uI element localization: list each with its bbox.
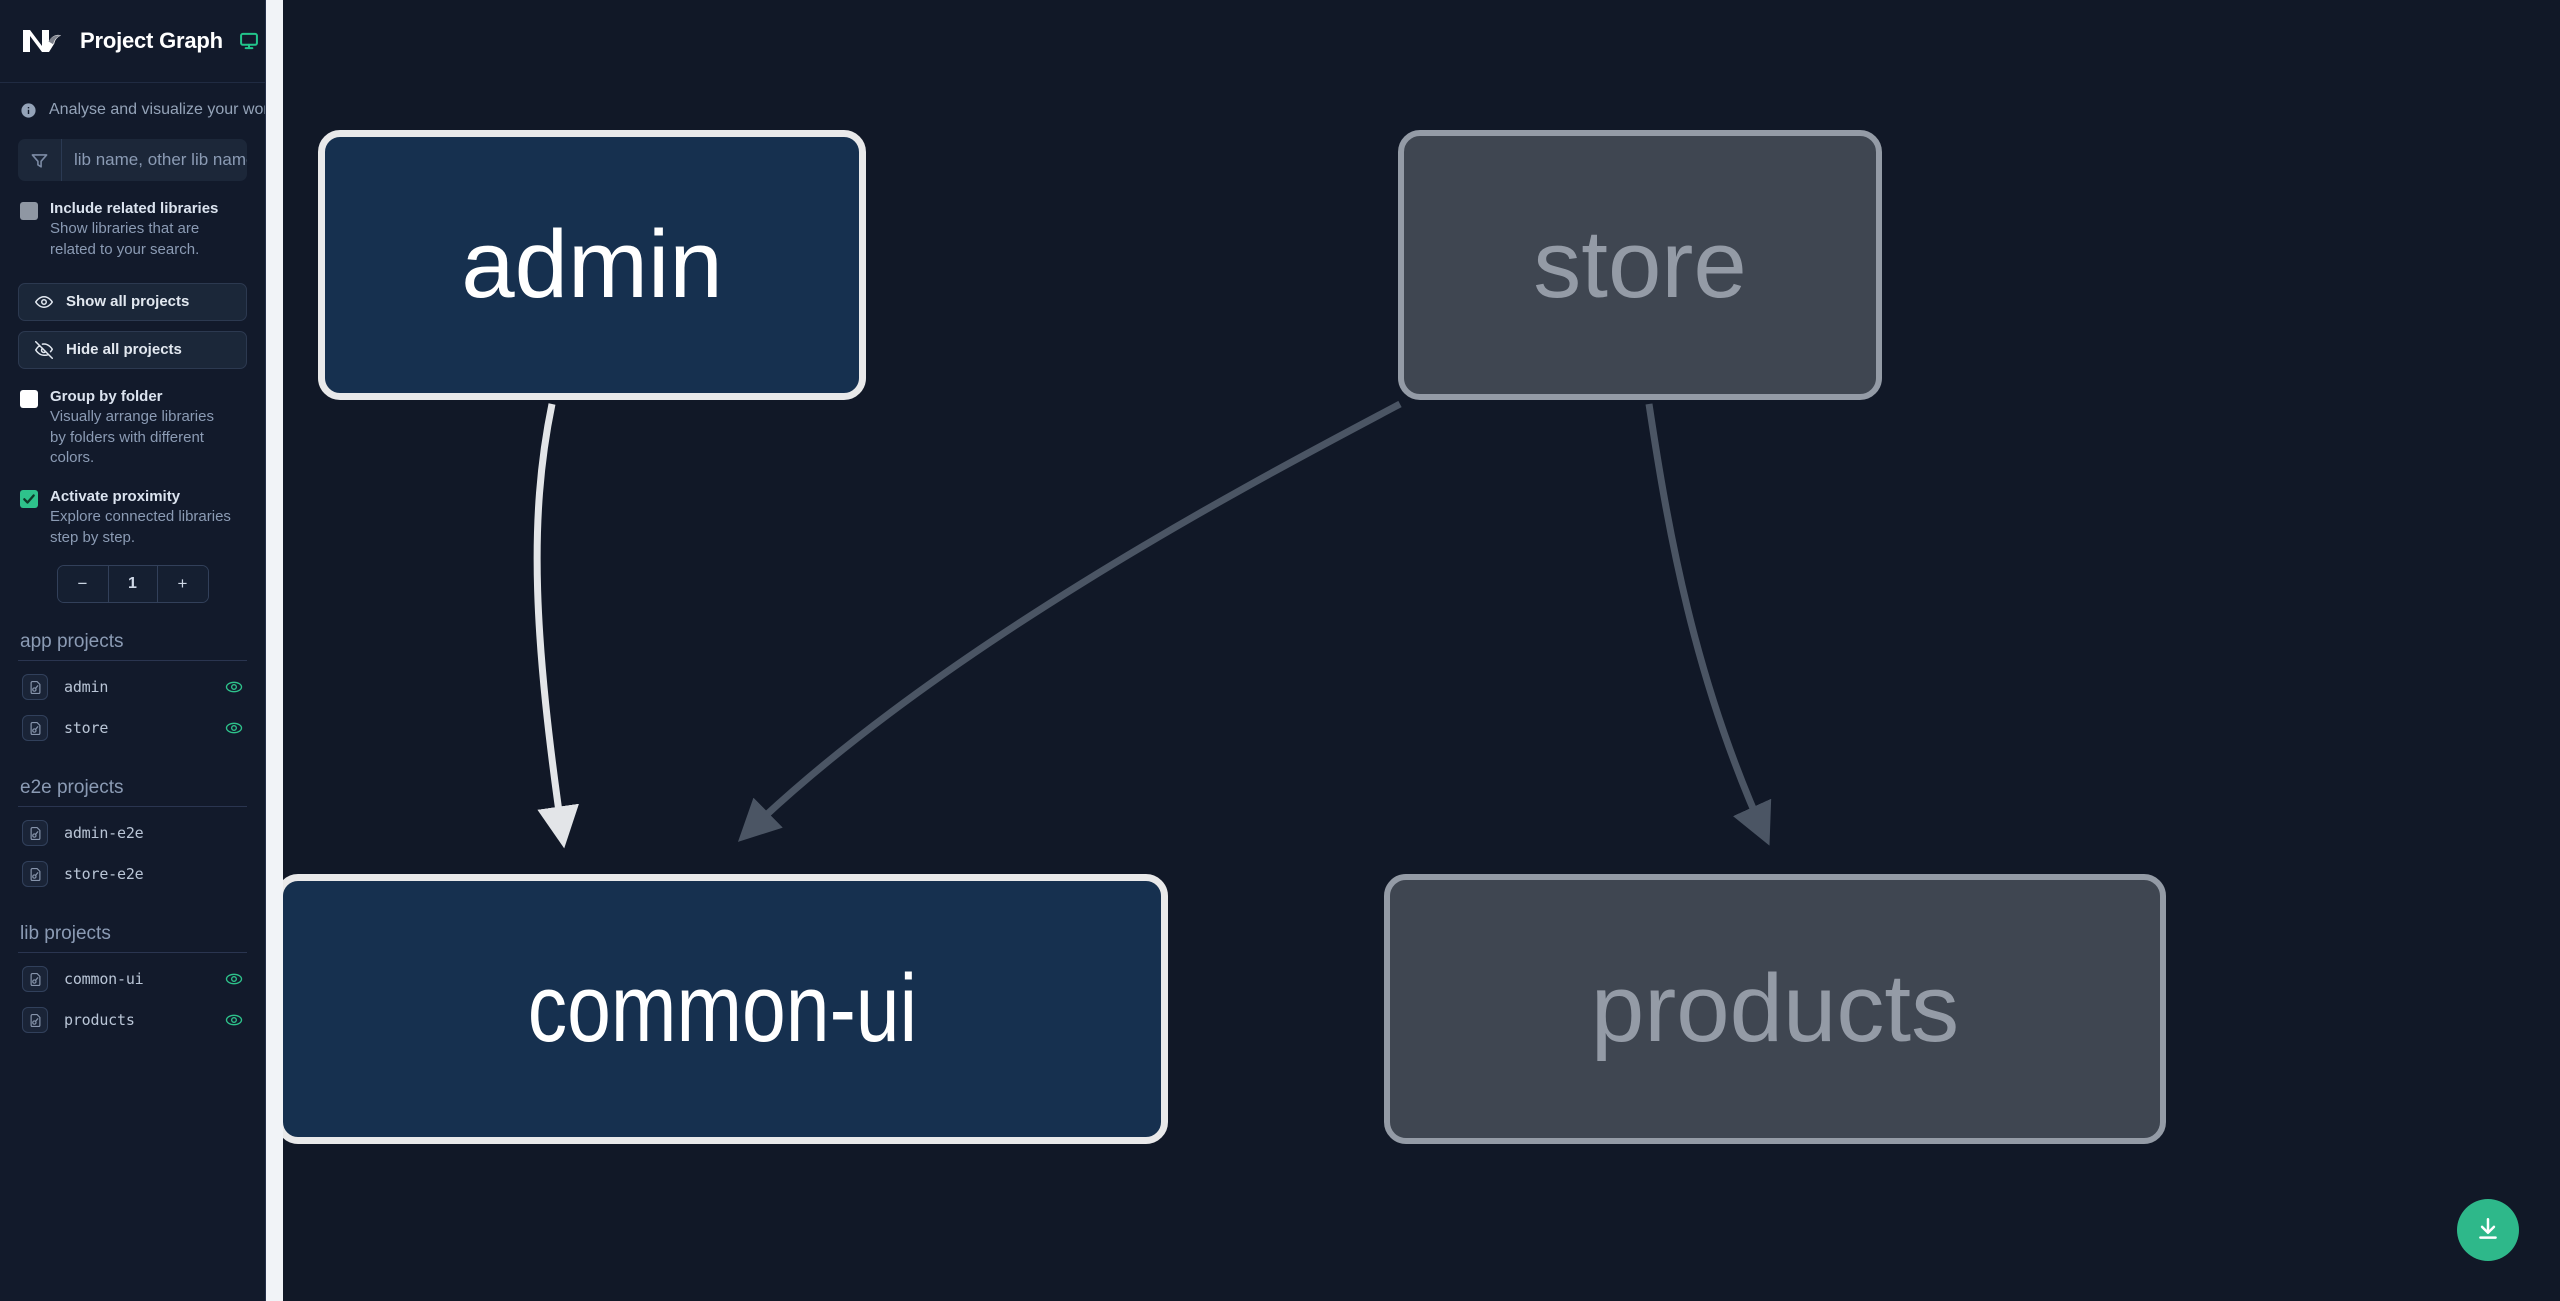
show-all-projects-label: Show all projects [66, 293, 190, 311]
project-row-admin-e2e[interactable]: admin-e2e [18, 813, 247, 854]
group-heading: lib projects [18, 895, 247, 953]
nx-logo-icon [18, 18, 64, 64]
option-subtitle: Visually arrange libraries by folders wi… [50, 407, 214, 467]
edge-store-to-common-ui [737, 400, 1402, 842]
filter-section [0, 133, 265, 181]
group-heading: e2e projects [18, 749, 247, 807]
option-title: Include related libraries [50, 200, 219, 217]
edge-store-to-products [1645, 403, 1772, 846]
download-button[interactable] [2457, 1199, 2519, 1261]
option-group-by-folder[interactable]: Group by folder Visually arrange librari… [0, 369, 265, 469]
project-name: store [64, 719, 109, 738]
proximity-increment-button[interactable]: + [157, 565, 208, 602]
project-name: store-e2e [64, 865, 144, 884]
option-include-related-libraries[interactable]: Include related libraries Show libraries… [0, 181, 265, 261]
group-lib-projects: lib projects common-ui [0, 895, 265, 1041]
toggle-visibility-icon[interactable] [225, 970, 243, 988]
monitor-icon[interactable] [239, 31, 259, 51]
project-file-icon [22, 820, 48, 847]
checkbox-include-related-libraries[interactable] [20, 202, 38, 220]
option-title: Group by folder [50, 387, 163, 405]
project-file-icon [22, 861, 48, 888]
project-row-admin[interactable]: admin [18, 667, 247, 708]
project-name: admin-e2e [64, 824, 144, 843]
proximity-decrement-button[interactable]: − [57, 565, 108, 602]
filter-icon [18, 139, 62, 181]
page-title: Project Graph [80, 28, 223, 53]
checkbox-group-by-folder[interactable] [20, 389, 38, 408]
search-box[interactable] [18, 139, 247, 181]
group-e2e-projects: e2e projects admin-e2e store-e2 [0, 749, 265, 895]
eye-icon [35, 293, 53, 311]
graph-node-label: store [1533, 211, 1747, 318]
option-activate-proximity[interactable]: Activate proximity Explore connected lib… [0, 469, 265, 549]
info-text: Analyse and visualize your workspace. [49, 101, 265, 118]
sidebar-scrollbar[interactable] [266, 0, 283, 1301]
project-row-products[interactable]: products [18, 1000, 247, 1041]
toggle-visibility-icon[interactable] [225, 1011, 243, 1029]
proximity-stepper-wrap: − 1 + [0, 549, 265, 603]
checkbox-activate-proximity[interactable] [20, 489, 38, 508]
hide-all-projects-label: Hide all projects [66, 341, 182, 359]
info-icon [20, 102, 37, 119]
group-heading: app projects [18, 603, 247, 661]
project-file-icon [22, 1007, 48, 1034]
project-row-common-ui[interactable]: common-ui [18, 959, 247, 1000]
option-title: Activate proximity [50, 487, 181, 505]
eye-off-icon [35, 340, 53, 359]
project-file-icon [22, 715, 48, 742]
project-name: common-ui [64, 970, 144, 989]
proximity-value: 1 [107, 565, 158, 602]
project-name: products [64, 1011, 135, 1030]
graph-node-common-ui[interactable]: common-ui [276, 874, 1168, 1144]
graph-node-products[interactable]: products [1384, 874, 2166, 1144]
hide-all-projects-button[interactable]: Hide all projects [18, 330, 247, 369]
visibility-buttons: Show all projects Hide all projects [0, 261, 265, 369]
search-input[interactable] [62, 139, 247, 181]
edge-admin-to-common-ui [533, 403, 579, 849]
option-subtitle: Show libraries that are related to your … [50, 220, 200, 258]
graph-node-label: products [1590, 955, 1960, 1062]
project-row-store[interactable]: store [18, 708, 247, 749]
download-icon [2475, 1216, 2501, 1245]
toggle-visibility-icon[interactable] [225, 719, 243, 737]
sidebar: Project Graph Analyse and visualize your… [0, 0, 266, 1301]
toggle-visibility-icon[interactable] [225, 678, 243, 696]
show-all-projects-button[interactable]: Show all projects [18, 282, 247, 321]
sidebar-header: Project Graph [0, 0, 265, 83]
proximity-stepper: − 1 + [56, 564, 209, 603]
project-file-icon [22, 674, 48, 701]
option-subtitle: Explore connected libraries step by step… [50, 508, 231, 546]
graph-node-store[interactable]: store [1398, 130, 1882, 400]
graph-edges [533, 400, 1772, 849]
graph-node-label: admin [461, 211, 723, 318]
graph-canvas[interactable]: admin store common-ui products [266, 0, 2560, 1301]
graph-node-label: common-ui [527, 955, 917, 1062]
graph-node-admin[interactable]: admin [318, 130, 866, 400]
project-name: admin [64, 678, 109, 697]
info-banner: Analyse and visualize your workspace. [0, 83, 265, 133]
group-app-projects: app projects admin [0, 603, 265, 749]
project-row-store-e2e[interactable]: store-e2e [18, 854, 247, 895]
project-file-icon [22, 966, 48, 993]
